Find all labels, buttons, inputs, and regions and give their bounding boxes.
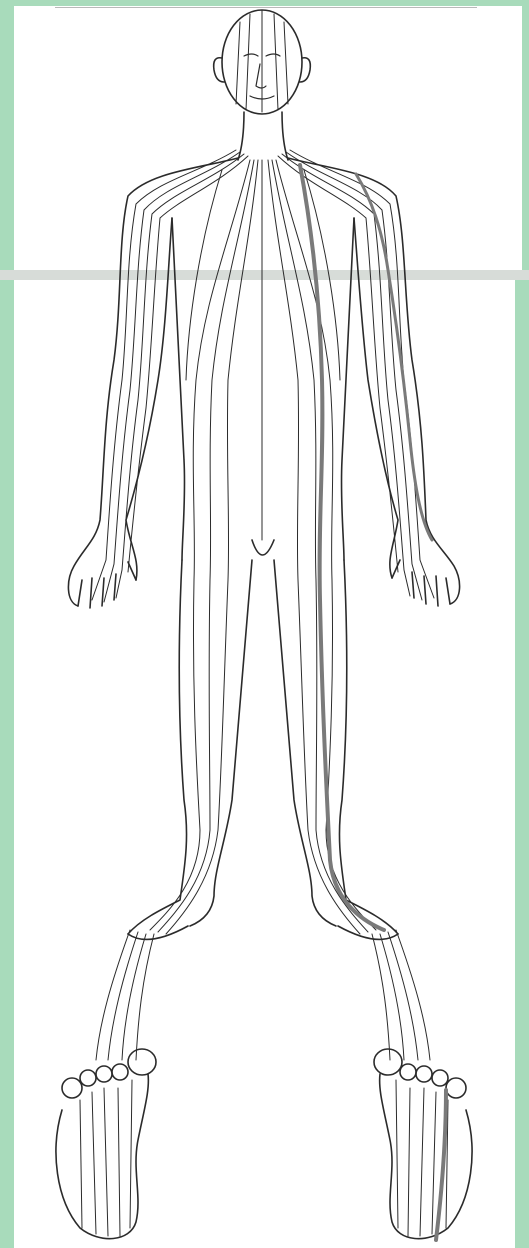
body-meridian-lines: [92, 150, 434, 934]
left-sole: [56, 1049, 156, 1239]
sole-connectors: [96, 930, 430, 1060]
body-outline: [68, 158, 459, 939]
highlighted-meridian: [300, 165, 432, 930]
right-sole: [374, 1049, 472, 1240]
neck: [238, 112, 288, 160]
head: [214, 10, 311, 114]
